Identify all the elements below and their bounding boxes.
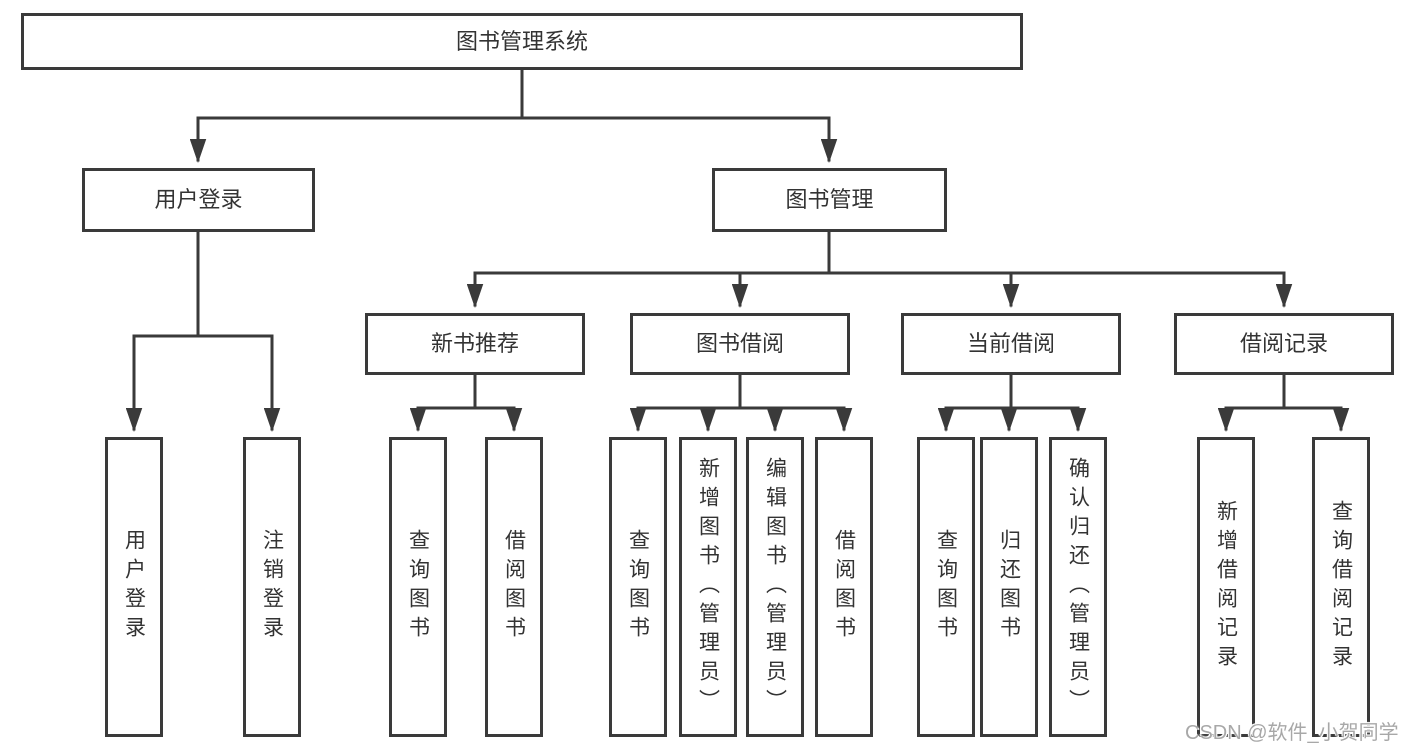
root-node: 图书管理系统 [21,13,1023,70]
user-login-leaf: 用户登录 [105,437,163,737]
cb-confirm-return-admin-label: 确认归还（管理员） [1066,456,1090,718]
bb-query-books-label: 查询图书 [626,529,650,645]
root-node-label: 图书管理系统 [455,28,588,54]
logout-leaf-label: 注销登录 [260,529,284,645]
br-query-record-leaf: 查询借阅记录 [1312,437,1370,737]
br-add-record-leaf: 新增借阅记录 [1197,437,1255,737]
book-borrowing-node: 图书借阅 [630,313,850,375]
bb-edit-books-admin-leaf: 编辑图书（管理员） [746,437,804,737]
bb-query-books-leaf: 查询图书 [609,437,667,737]
nbr-borrow-books-leaf: 借阅图书 [485,437,543,737]
book-borrowing-label: 图书借阅 [695,331,784,356]
cb-return-books-leaf: 归还图书 [980,437,1038,737]
new-book-recommend-label: 新书推荐 [430,331,519,356]
csdn-watermark: CSDN @软件_小贺同学 [1185,722,1399,744]
cb-query-books-leaf: 查询图书 [917,437,975,737]
cb-query-books-label: 查询图书 [934,529,958,645]
user-login-leaf-label: 用户登录 [122,529,146,645]
bb-borrow-books-label: 借阅图书 [832,529,856,645]
book-management-node: 图书管理 [712,168,947,232]
book-management-node-label: 图书管理 [785,187,874,212]
bb-add-books-admin-leaf: 新增图书（管理员） [679,437,737,737]
logout-leaf: 注销登录 [243,437,301,737]
cb-confirm-return-admin-leaf: 确认归还（管理员） [1049,437,1107,737]
borrowing-records-node: 借阅记录 [1174,313,1394,375]
nbr-query-books-leaf: 查询图书 [389,437,447,737]
nbr-query-books-label: 查询图书 [406,529,430,645]
user-login-node: 用户登录 [82,168,315,232]
bb-edit-books-admin-label: 编辑图书（管理员） [763,456,787,718]
bb-add-books-admin-label: 新增图书（管理员） [696,456,720,718]
new-book-recommend-node: 新书推荐 [365,313,585,375]
current-borrowing-node: 当前借阅 [901,313,1121,375]
nbr-borrow-books-label: 借阅图书 [502,529,526,645]
bb-borrow-books-leaf: 借阅图书 [815,437,873,737]
borrowing-records-label: 借阅记录 [1239,331,1328,356]
user-login-node-label: 用户登录 [154,187,243,212]
br-query-record-label: 查询借阅记录 [1329,500,1353,674]
current-borrowing-label: 当前借阅 [966,331,1055,356]
br-add-record-label: 新增借阅记录 [1214,500,1238,674]
cb-return-books-label: 归还图书 [997,529,1021,645]
